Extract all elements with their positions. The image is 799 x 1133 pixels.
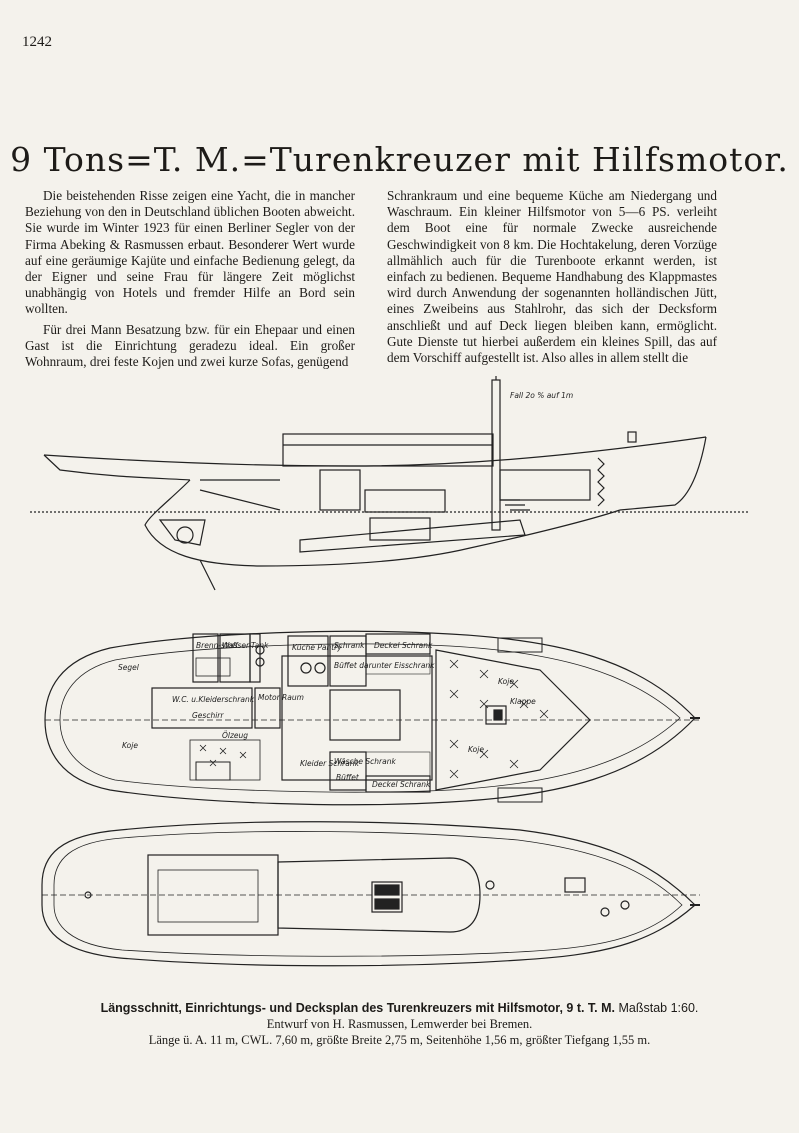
- caption-line-3: Länge ü. A. 11 m, CWL. 7,60 m, größte Br…: [148, 1033, 651, 1047]
- label-koje-aft: Koje: [122, 741, 138, 750]
- label-klappe: Klappe: [510, 697, 536, 706]
- paragraph: Für drei Mann Besatzung bzw. für ein Ehe…: [25, 321, 355, 370]
- label-pantry: Küche Pantry: [292, 643, 342, 652]
- label-deckel-schrank-bottom: Deckel Schrank: [372, 780, 431, 789]
- label-geschirr: Geschirr: [192, 711, 224, 720]
- label-oelzeug: Ölzeug: [222, 731, 248, 740]
- label-kleider-schrank: Kleider Schrank: [300, 759, 360, 768]
- article-title: 9 Tons=T. M.=Turenkreuzer mit Hilfsmotor…: [10, 140, 789, 179]
- profile-note: Fall 2o % auf 1m: [510, 391, 573, 400]
- interior-plan-drawing: [44, 630, 700, 806]
- label-motor-raum: Motor Raum: [258, 693, 304, 702]
- label-koje-fwd-bottom: Koje: [468, 745, 484, 754]
- article-column-right: Schrankraum und eine bequeme Küche am Ni…: [387, 188, 717, 366]
- page-number: 1242: [22, 34, 52, 50]
- caption-line-1: Längsschnitt, Einrichtungs- und Deckspla…: [100, 1001, 616, 1015]
- caption-scale: Maßstab 1:60.: [618, 1001, 699, 1015]
- label-waesche-schrank: Wäsche Schrank: [334, 757, 396, 766]
- label-buffet-top: Büffet darunter Eisschrank: [334, 661, 435, 670]
- label-segel: Segel: [118, 663, 140, 672]
- label-buffet-bottom: Büffet: [336, 773, 360, 782]
- article-column-left: Die beistehenden Risse zeigen eine Yacht…: [25, 188, 355, 370]
- caption-line-2: Entwurf von H. Rasmussen, Lemwerder bei …: [266, 1017, 533, 1031]
- label-brennstoff: Brenn-stoff: [196, 641, 239, 650]
- paragraph: Die beistehenden Risse zeigen eine Yacht…: [25, 188, 355, 317]
- label-wc: W.C. u.Kleiderschrank: [172, 695, 255, 704]
- figure-caption: Längsschnitt, Einrichtungs- und Deckspla…: [0, 1000, 799, 1048]
- label-schrank-top: Schrank: [334, 641, 365, 650]
- label-wassertank: Wasser-Tank: [222, 641, 269, 650]
- label-koje-fwd-top: Koje: [498, 677, 514, 686]
- yacht-plans-drawing: Fall 2o % auf 1m Segel Brenn-stoff Wasse…: [30, 376, 750, 967]
- deck-plan-drawing: [41, 821, 700, 967]
- paragraph: Schrankraum und eine bequeme Küche am Ni…: [387, 188, 717, 366]
- profile-drawing: [30, 376, 750, 591]
- label-deckel-schrank-top: Deckel Schrank: [374, 641, 433, 650]
